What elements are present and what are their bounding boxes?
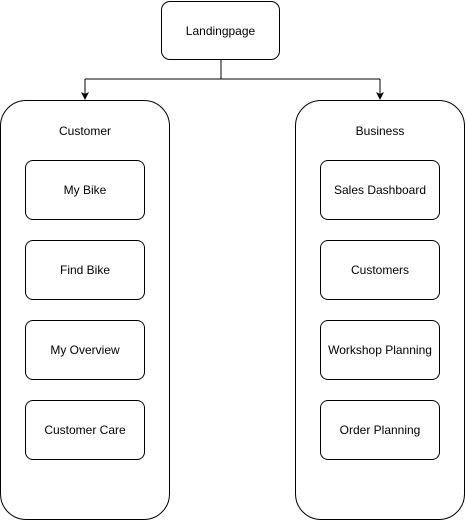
business-group-title: Business — [355, 124, 405, 138]
customers-label: Customers — [350, 263, 409, 277]
customer-group-title: Customer — [58, 124, 111, 138]
sales-dashboard-label: Sales Dashboard — [333, 183, 427, 197]
customer-care-node: Customer Care — [25, 400, 145, 460]
my-overview-label: My Overview — [50, 343, 120, 357]
my-overview-node: My Overview — [25, 320, 145, 380]
find-bike-label: Find Bike — [59, 263, 111, 277]
order-planning-label: Order Planning — [339, 423, 421, 437]
my-bike-label: My Bike — [63, 183, 107, 197]
sales-dashboard-node: Sales Dashboard — [320, 160, 440, 220]
order-planning-node: Order Planning — [320, 400, 440, 460]
find-bike-node: Find Bike — [25, 240, 145, 300]
my-bike-node: My Bike — [25, 160, 145, 220]
landingpage-label: Landingpage — [185, 23, 256, 38]
customer-care-label: Customer Care — [44, 423, 126, 437]
workshop-planning-node: Workshop Planning — [320, 320, 440, 380]
landingpage-node: Landingpage — [161, 1, 280, 60]
workshop-planning-label: Workshop Planning — [328, 343, 432, 357]
customers-node: Customers — [320, 240, 440, 300]
